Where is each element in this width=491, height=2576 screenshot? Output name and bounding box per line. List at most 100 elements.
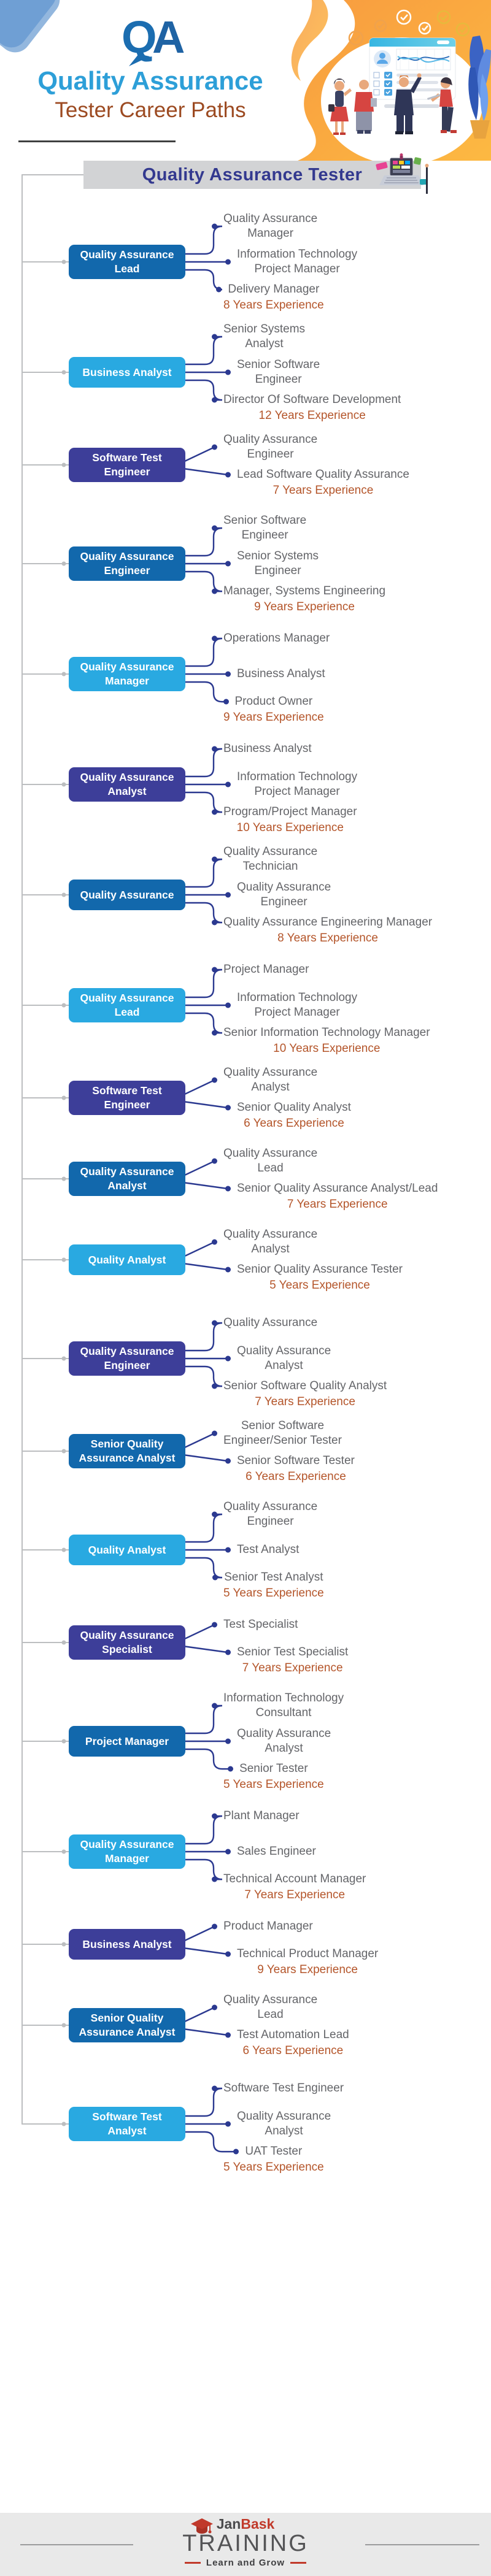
branch-dot-icon bbox=[225, 1105, 231, 1111]
branch-text: Delivery Manager bbox=[228, 282, 320, 296]
branch-label: Business Analyst bbox=[212, 742, 312, 756]
branch-dot-icon bbox=[225, 1849, 231, 1855]
branch-text: Director Of Software Development bbox=[223, 393, 401, 406]
branch-text: Quality Assurance Analyst bbox=[237, 2109, 331, 2137]
branch-item: Information Technology Project Manager bbox=[225, 987, 430, 1023]
branch-item: Quality Assurance Analyst bbox=[212, 1062, 351, 1098]
branch-text: Senior Systems Engineer bbox=[237, 549, 319, 577]
branch-label: Information Technology Project Manager bbox=[225, 770, 357, 800]
branch-label: Plant Manager bbox=[212, 1809, 300, 1823]
career-path-section: Quality Assurance Analyst Business Analy… bbox=[69, 731, 491, 838]
branch-item: Quality Assurance Engineer bbox=[225, 877, 432, 913]
branch-dot-icon bbox=[212, 1622, 217, 1628]
branch-dot-icon bbox=[233, 2149, 239, 2155]
career-path-section: Senior Quality Assurance Analyst Quality… bbox=[69, 1990, 491, 2061]
branch-text: Quality Assurance Analyst bbox=[237, 1727, 331, 1755]
branch-text: UAT Tester bbox=[245, 2144, 303, 2158]
branch-item: Test Automation Lead 6 Years Experience bbox=[225, 2025, 349, 2061]
branch-item: Technical Product Manager 9 Years Experi… bbox=[225, 1944, 379, 1980]
branch-text: Senior Test Analyst bbox=[224, 1570, 323, 1584]
role-box: Software Test Engineer bbox=[69, 448, 185, 482]
branch-item: Senior Software Engineer/Senior Tester bbox=[212, 1416, 355, 1451]
role-box: Business Analyst bbox=[69, 1929, 185, 1960]
branch-text: Product Manager bbox=[223, 1919, 313, 1933]
root-title-bar: Quality Assurance Tester bbox=[83, 161, 421, 189]
branch-item: Quality Assurance bbox=[212, 1305, 387, 1341]
experience-label: 6 Years Experience bbox=[242, 2044, 344, 2058]
branch-item: Software Test Engineer bbox=[212, 2071, 344, 2106]
branch-dot-icon bbox=[212, 2085, 217, 2091]
branch-dot-icon bbox=[225, 1002, 231, 1008]
branch-label: Quality Assurance Engineering Manager bbox=[212, 915, 432, 930]
experience-label: 9 Years Experience bbox=[223, 711, 324, 724]
branch-label: UAT Tester bbox=[233, 2144, 303, 2159]
branch-list: Quality Assurance Manager Information Te… bbox=[212, 209, 357, 315]
branch-text: Senior Software Engineer bbox=[223, 513, 307, 542]
career-path-section: Quality Assurance Manager Plant Manager … bbox=[69, 1798, 491, 1905]
branch-text: Quality Assurance Engineer bbox=[223, 432, 318, 461]
branch-dot-icon bbox=[225, 1738, 231, 1744]
role-box-label: Senior Quality Assurance Analyst bbox=[79, 2012, 176, 2038]
branch-text: Test Analyst bbox=[237, 1543, 300, 1556]
career-path-section: Quality Assurance Lead Quality Assurance… bbox=[69, 209, 491, 315]
branch-label: Senior Software Engineer/Senior Tester bbox=[212, 1419, 342, 1449]
janbask-logo: JanBask TRAINING Learn and Grow bbox=[0, 2517, 491, 2568]
branch-label: Product Owner bbox=[223, 694, 312, 709]
experience-label: 5 Years Experience bbox=[269, 1279, 370, 1292]
people-illustration bbox=[328, 73, 457, 135]
branch-dot-icon bbox=[212, 2004, 217, 2011]
branch-item: Information Technology Consultant bbox=[212, 1688, 344, 1723]
branch-item: Senior Quality Assurance Tester 5 Years … bbox=[225, 1260, 403, 1295]
career-path-section: Business Analyst Senior Systems Analyst … bbox=[69, 319, 491, 426]
branch-label: Senior Software Tester bbox=[225, 1454, 355, 1468]
role-box-label: Quality Assurance Manager bbox=[80, 661, 174, 687]
branch-text: Sales Engineer bbox=[237, 1844, 316, 1858]
branch-dot-icon bbox=[212, 1320, 217, 1326]
role-box-label: Quality Assurance Lead bbox=[80, 248, 174, 275]
branch-dot-icon bbox=[212, 444, 217, 450]
branch-list: Quality Assurance Quality Assurance Anal… bbox=[212, 1305, 387, 1412]
branch-item: Technical Account Manager 7 Years Experi… bbox=[212, 1869, 366, 1905]
tagline-text: Learn and Grow bbox=[206, 2557, 285, 2568]
branch-text: Lead Software Quality Assurance bbox=[237, 467, 409, 481]
branch-list: Information Technology Consultant Qualit… bbox=[212, 1688, 344, 1795]
branch-item: Senior Software Quality Analyst 7 Years … bbox=[212, 1376, 387, 1412]
branch-item: Plant Manager bbox=[212, 1798, 366, 1834]
branch-list: Quality Assurance Analyst Senior Quality… bbox=[212, 1224, 403, 1295]
branch-item: Senior Test Specialist 7 Years Experienc… bbox=[225, 1643, 348, 1678]
page-subtitle: Tester Career Paths bbox=[55, 98, 246, 122]
branch-text: Technical Product Manager bbox=[237, 1947, 379, 1960]
experience-label: 8 Years Experience bbox=[277, 932, 378, 945]
branch-label: Director Of Software Development bbox=[212, 393, 401, 407]
graduation-cap-icon bbox=[190, 2518, 213, 2534]
experience-label: 7 Years Experience bbox=[287, 1198, 388, 1211]
branch-dot-icon bbox=[212, 1813, 217, 1819]
role-box: Quality Assurance Lead bbox=[69, 245, 185, 279]
branch-text: Software Test Engineer bbox=[223, 2081, 344, 2095]
brand-training: TRAINING bbox=[182, 2531, 309, 2556]
branch-list: Senior Systems Analyst Senior Software E… bbox=[212, 319, 401, 426]
branch-label: Manager, Systems Engineering bbox=[212, 584, 385, 599]
branch-label: Operations Manager bbox=[212, 631, 330, 646]
role-box: Senior Quality Assurance Analyst bbox=[69, 2008, 185, 2042]
branch-label: Sales Engineer bbox=[225, 1844, 316, 1859]
branch-item: Quality Assurance Analyst bbox=[225, 2106, 344, 2142]
role-box-label: Quality Assurance Engineer bbox=[80, 550, 174, 577]
branch-text: Senior Software Engineer/Senior Tester bbox=[223, 1419, 342, 1447]
laptop-mini-illustration bbox=[376, 153, 429, 194]
experience-label: 5 Years Experience bbox=[223, 2161, 324, 2174]
branch-list: Quality Assurance Lead Test Automation L… bbox=[212, 1990, 349, 2061]
branch-label: Quality Assurance Technician bbox=[212, 845, 317, 875]
role-box-label: Quality Assurance bbox=[80, 888, 174, 901]
role-box-label: Software Test Engineer bbox=[92, 451, 162, 478]
branch-list: Project Manager Information Technology P… bbox=[212, 952, 430, 1059]
branch-text: Senior Quality Assurance Tester bbox=[237, 1262, 403, 1276]
branch-item: Senior Systems Engineer bbox=[225, 546, 385, 581]
branch-label: Information Technology Project Manager bbox=[225, 247, 357, 277]
role-box-label: Software Test Analyst bbox=[92, 2110, 162, 2137]
header: Q A Quality Assurance Tester Career Path… bbox=[0, 0, 491, 199]
career-path-section: Quality Assurance Analyst Quality Assura… bbox=[69, 1143, 491, 1214]
role-box: Quality Assurance Specialist bbox=[69, 1625, 185, 1660]
branch-item: Delivery Manager 8 Years Experience bbox=[216, 280, 357, 315]
check-circles bbox=[348, 9, 470, 46]
